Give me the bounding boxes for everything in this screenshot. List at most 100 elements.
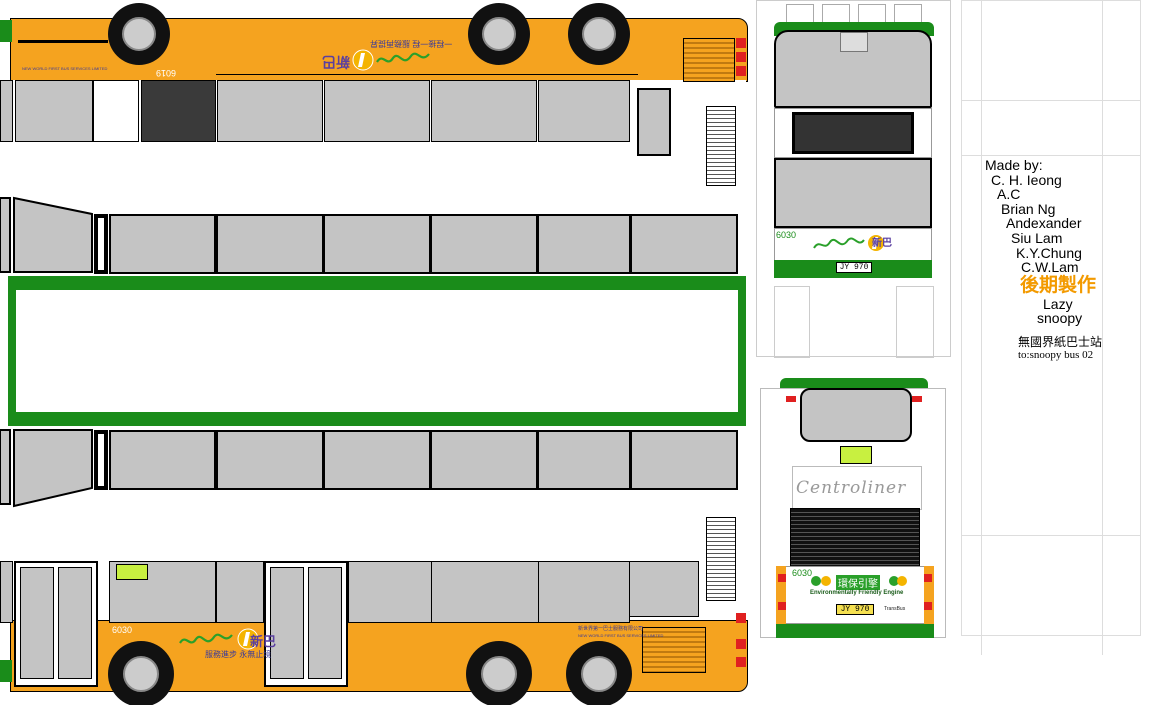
window (637, 88, 671, 156)
dark-window (141, 80, 216, 142)
wheel (108, 641, 174, 705)
rear-view: Centroliner 6030 環保引擎 Environmentally Fr… (756, 362, 951, 705)
front-view: 新巴 6030 JY 970 (756, 0, 951, 358)
credit-name: C.W.Lam (1021, 259, 1079, 276)
rear-light (736, 66, 746, 76)
rear-light (778, 574, 786, 582)
window (630, 214, 738, 274)
vent-grille (706, 106, 736, 186)
window (431, 561, 539, 623)
rear-builder: TransBus (884, 606, 906, 612)
rear-fleet-number: 6030 (792, 568, 813, 578)
post-production-label: 後期製作 (1020, 274, 1097, 296)
credit-name: Brian Ng (1001, 200, 1056, 217)
rear-door (264, 561, 348, 687)
window (323, 430, 431, 490)
front-plate: JY 970 (836, 262, 872, 273)
wheel (568, 3, 630, 65)
window (216, 214, 324, 274)
wheel (466, 641, 532, 705)
glue-tab-area (961, 0, 1141, 655)
brand-logo-bottom (176, 627, 286, 653)
front-nose-top (0, 20, 12, 42)
window (323, 214, 431, 274)
fleet-number-bottom: 6030 (112, 625, 133, 635)
front-window (0, 561, 13, 623)
upper-window-row-2 (0, 428, 746, 508)
rear-badge (808, 572, 908, 602)
window (216, 430, 324, 490)
destination-sign (116, 564, 148, 580)
window (537, 214, 631, 274)
slope-line (216, 74, 638, 75)
fleet-number-top: 6019 (156, 68, 177, 78)
window (217, 80, 323, 142)
operator-en-bottom: NEW WORLD FIRST BUS SERVICES LIMITED (578, 633, 664, 638)
credit-name: Lazy (1043, 295, 1073, 312)
credit-name: Andexander (1006, 215, 1082, 232)
window (430, 214, 538, 274)
window (629, 561, 699, 617)
rear-light (912, 396, 922, 402)
operator-small-top: NEW WORLD FIRST BUS SERVICES LIMITED (22, 66, 108, 71)
slogan-top: 一程接一程 服務再提昇 (370, 39, 453, 48)
window (109, 430, 216, 490)
door-window (15, 80, 93, 142)
rear-plate: JY 970 (836, 604, 874, 615)
credits: Made by: C. H. Ieong A.C Brian Ng Andexa… (985, 158, 1145, 361)
rear-upper-window (800, 388, 912, 442)
front-brand-cn: 新巴 (872, 238, 892, 249)
roof-panel (8, 276, 746, 426)
engine-grille (642, 627, 706, 673)
window (348, 561, 432, 623)
rear-light (736, 639, 746, 649)
credit-name: C. H. Ieong (991, 171, 1062, 188)
credit-name: K.Y.Chung (1016, 244, 1082, 261)
rear-light (736, 38, 746, 48)
window (630, 430, 738, 490)
rear-light (778, 602, 786, 610)
rear-bumper (776, 624, 934, 638)
front-door (14, 561, 98, 687)
door-panel (93, 80, 139, 142)
rear-light (924, 602, 932, 610)
operator-cn-bottom: 新世界第一巴士服務有限公司 (578, 626, 644, 632)
front-nose-bottom (0, 660, 12, 682)
site-name: 無國界紙巴士站 (1018, 334, 1103, 349)
rear-light (736, 657, 746, 667)
side-panel-bottom: 6030 新巴 服務進步 永無止境 新世界第一巴士服務有限公司 NEW WORL… (0, 515, 748, 705)
window (324, 80, 430, 142)
window (538, 80, 630, 142)
front-fleet-number: 6030 (776, 230, 797, 240)
credit-name: A.C (997, 186, 1021, 203)
front-brand (812, 232, 902, 254)
roof-vents (786, 4, 922, 26)
rear-badge-cn: 環保引擎 (836, 575, 880, 590)
vent-grille (706, 517, 736, 601)
front-window (0, 80, 13, 142)
rear-light (736, 52, 746, 62)
window (216, 561, 264, 623)
front-lower-windscreen (774, 158, 932, 228)
brand-logo-top (325, 48, 435, 72)
upper-window-row-1 (0, 196, 746, 276)
rear-light (786, 396, 796, 402)
credits-heading: Made by: (985, 157, 1043, 173)
window (431, 80, 537, 142)
rear-light (736, 613, 746, 623)
brand-cn-top: 新巴 (322, 54, 350, 70)
window (538, 561, 630, 623)
rear-green-top (780, 378, 928, 390)
window (537, 430, 631, 490)
side-panel-top: 新巴 一程接一程 服務再提昇 6019 NEW WORLD FIRST BUS … (0, 3, 748, 188)
rear-route-sign (840, 446, 872, 464)
wheel (468, 3, 530, 65)
rear-engine-grille (790, 508, 920, 568)
site-note: to:snoopy bus 02 (1018, 348, 1094, 361)
destination-blind (792, 112, 914, 154)
engine-grille (683, 38, 735, 82)
wheel (108, 3, 170, 65)
stripe (18, 40, 108, 43)
window (109, 214, 216, 274)
